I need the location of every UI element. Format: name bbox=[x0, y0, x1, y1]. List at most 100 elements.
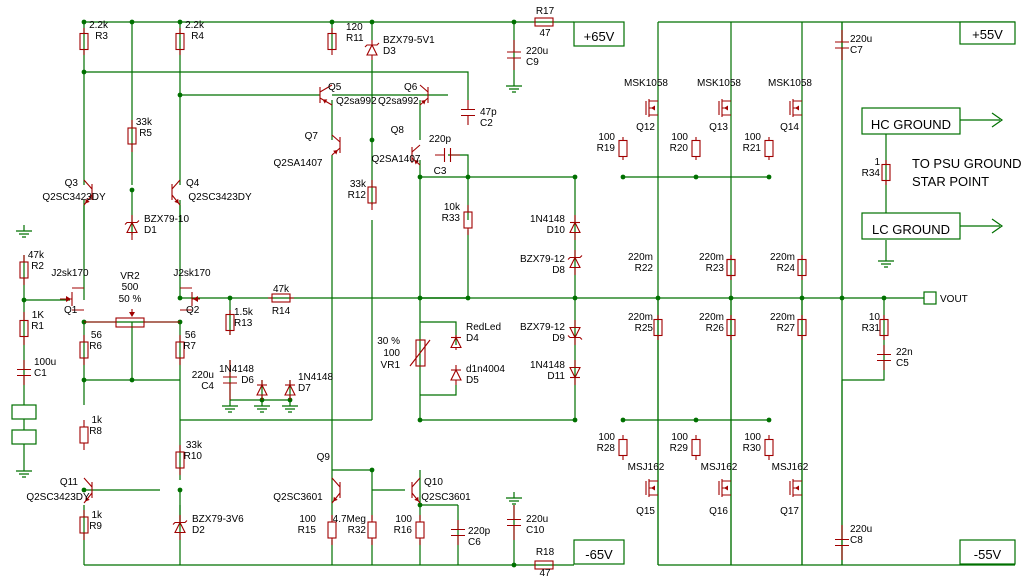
junction-dot bbox=[572, 295, 578, 301]
wire bbox=[83, 205, 181, 230]
junction-dot bbox=[129, 377, 135, 383]
r6-name: R6 bbox=[89, 341, 102, 352]
q16-value: MSJ162 bbox=[701, 462, 738, 473]
c6-name: C6 bbox=[468, 537, 481, 548]
r4-name: R4 bbox=[191, 31, 204, 42]
resistor-r5 bbox=[127, 120, 137, 152]
resistor-r19 bbox=[618, 137, 628, 160]
r1-value: 1K bbox=[32, 310, 45, 321]
resistor-r26 bbox=[726, 315, 736, 340]
q14-name: Q14 bbox=[780, 122, 799, 133]
q14-value: MSK1058 bbox=[768, 78, 812, 89]
q13-value: MSK1058 bbox=[697, 78, 741, 89]
mosfet-q16 bbox=[718, 479, 731, 497]
wire bbox=[842, 298, 885, 381]
potentiometer-vr1 bbox=[409, 339, 431, 367]
vout-label: VOUT bbox=[940, 294, 968, 305]
r26-name: R26 bbox=[706, 323, 725, 334]
r24-name: R24 bbox=[777, 263, 796, 274]
capacitor-c6 bbox=[451, 520, 465, 545]
c8-value: 220u bbox=[850, 524, 872, 535]
mosfet-q15 bbox=[645, 479, 658, 497]
r1-name: R1 bbox=[31, 321, 44, 332]
r30-value: 100 bbox=[744, 432, 761, 443]
diode-d9 bbox=[567, 320, 583, 345]
r17-value: 47 bbox=[539, 28, 551, 39]
q12-value: MSK1058 bbox=[624, 78, 668, 89]
vr2-setting: 50 % bbox=[119, 294, 142, 305]
q11-name: Q11 bbox=[60, 477, 79, 488]
r16-name: R16 bbox=[394, 525, 413, 536]
junction-dot bbox=[177, 19, 183, 25]
c10-name: C10 bbox=[526, 525, 545, 536]
d2-name: D2 bbox=[192, 525, 205, 536]
r29-name: R29 bbox=[670, 443, 689, 454]
capacitor-c5 bbox=[877, 345, 891, 370]
r7-value: 56 bbox=[185, 330, 197, 341]
c7-name: C7 bbox=[850, 45, 863, 56]
capacitor-c10 bbox=[507, 505, 521, 540]
transistor-q11 bbox=[83, 477, 93, 504]
r31-name: R31 bbox=[862, 323, 881, 334]
capacitor-c8 bbox=[835, 525, 849, 560]
r22-value: 220m bbox=[628, 252, 653, 263]
vr2-value: 500 bbox=[122, 282, 139, 293]
r8-value: 1k bbox=[91, 415, 103, 426]
c6-value: 220p bbox=[468, 526, 491, 537]
r11-value: 120 bbox=[346, 22, 363, 33]
resistor-r27 bbox=[797, 315, 807, 340]
components bbox=[11, 17, 1016, 570]
mosfet-q13 bbox=[718, 99, 731, 117]
resistor-r23 bbox=[726, 255, 736, 280]
resistor-r13 bbox=[225, 310, 235, 335]
d1-value: BZX79-10 bbox=[144, 214, 189, 225]
r10-name: R10 bbox=[184, 451, 203, 462]
vr1-value: 100 bbox=[383, 348, 400, 359]
lc-ground-box bbox=[861, 212, 961, 240]
junction-dot bbox=[572, 174, 578, 180]
lc-ground-box-label: LC GROUND bbox=[872, 222, 950, 237]
rail-p65-label: +65V bbox=[584, 29, 615, 44]
wire bbox=[331, 22, 373, 50]
resistor-r3 bbox=[79, 28, 89, 55]
resistor-r20 bbox=[691, 137, 701, 160]
r34-value: 1 bbox=[874, 157, 880, 168]
transistor-q3 bbox=[83, 179, 93, 206]
d11-name: D11 bbox=[547, 371, 565, 382]
r13-value: 1.5k bbox=[234, 307, 254, 318]
c8-name: C8 bbox=[850, 535, 863, 546]
r3-name: R3 bbox=[95, 31, 108, 42]
resistor-r34 bbox=[881, 160, 891, 185]
r5-value: 33k bbox=[136, 117, 153, 128]
r24-value: 220m bbox=[770, 252, 795, 263]
r13-name: R13 bbox=[234, 318, 253, 329]
resistor-r32 bbox=[367, 515, 377, 545]
junction-dot bbox=[655, 295, 661, 301]
q1-value: J2sk170 bbox=[51, 268, 89, 279]
r16-value: 100 bbox=[395, 514, 412, 525]
wire bbox=[419, 297, 575, 421]
junction-dot bbox=[177, 295, 183, 301]
resistor-r2 bbox=[19, 255, 29, 285]
wire bbox=[84, 71, 469, 100]
d1-name: D1 bbox=[144, 225, 157, 236]
potentiometer-vr2 bbox=[84, 309, 180, 328]
diode-d2 bbox=[172, 515, 188, 540]
q2-value: J2sk170 bbox=[173, 268, 211, 279]
resistor-r28 bbox=[618, 435, 628, 460]
q10-name: Q10 bbox=[424, 477, 443, 488]
d4-name: D4 bbox=[466, 333, 479, 344]
resistor-r30 bbox=[764, 435, 774, 460]
r23-name: R23 bbox=[706, 263, 725, 274]
r10-value: 33k bbox=[186, 440, 203, 451]
transistor-q8 bbox=[411, 144, 421, 166]
resistor-r8 bbox=[79, 420, 89, 450]
capacitor-c9 bbox=[507, 40, 521, 70]
c1-value: 100u bbox=[34, 357, 56, 368]
r32-value: 4.7Meg bbox=[333, 514, 366, 525]
q11-value: Q2SC3423DY bbox=[26, 492, 90, 503]
r21-name: R21 bbox=[743, 143, 762, 154]
junction-dot bbox=[177, 487, 183, 493]
q17-name: Q17 bbox=[780, 506, 799, 517]
wire bbox=[331, 469, 421, 520]
